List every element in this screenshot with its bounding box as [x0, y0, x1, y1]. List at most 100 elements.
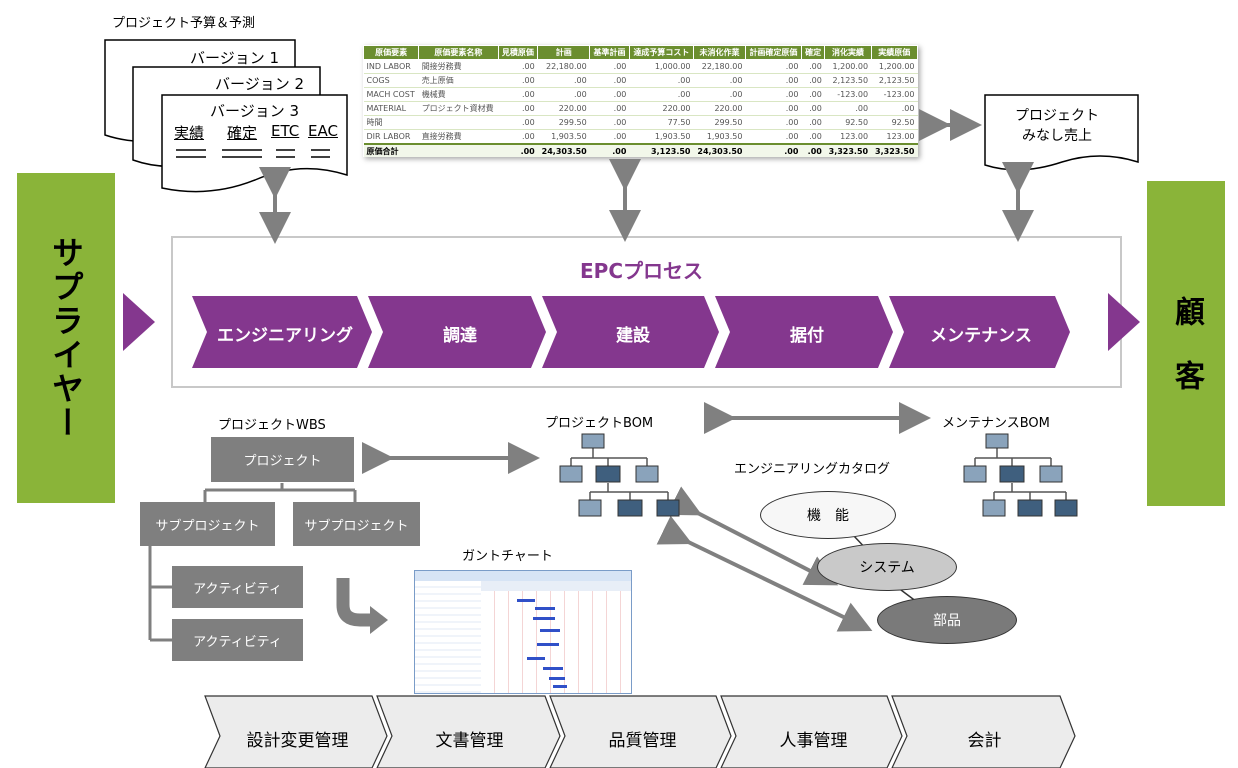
budget-title: プロジェクト予算＆予測	[112, 16, 256, 31]
wbs-activity-2: アクティビティ	[172, 619, 303, 661]
cost-total-cell: .00	[801, 143, 825, 157]
cost-cell: .00	[745, 115, 802, 130]
cost-cell: .00	[824, 101, 872, 116]
epc-title: EPCプロセス	[580, 259, 703, 283]
bottom-step-document: 文書管理	[435, 731, 504, 751]
supplier-bar: サプライヤー	[17, 173, 115, 503]
cost-cell: .00	[871, 101, 918, 116]
cost-cell: 1,903.50	[629, 129, 694, 145]
cost-cell: .00	[498, 59, 538, 74]
cost-cell: .00	[537, 73, 590, 88]
cost-cell: 92.50	[871, 115, 918, 130]
wbs-root: プロジェクト	[211, 437, 354, 482]
cost-cell: プロジェクト資材費	[418, 101, 499, 116]
col-eac: EAC	[308, 122, 338, 140]
cost-cell: .00	[498, 129, 538, 145]
cost-header-cell: 未消化作業	[693, 45, 746, 60]
cost-header-cell: 消化実績	[824, 45, 872, 60]
cost-cell: 123.00	[871, 129, 918, 145]
cost-cell: 時間	[363, 115, 419, 130]
cost-cell: MACH COST	[363, 87, 419, 102]
cost-cell: .00	[801, 101, 825, 116]
catalog-function: 機 能	[760, 491, 896, 539]
cost-cell: 1,200.00	[871, 59, 918, 74]
wbs-activity-1: アクティビティ	[172, 566, 303, 608]
version-3-label: バージョン 3	[210, 102, 300, 120]
cost-total-cell: .00	[589, 143, 630, 157]
cost-total-cell: 原価合計	[363, 143, 419, 157]
supplier-label: サプライヤー	[47, 236, 85, 440]
cost-cell: .00	[745, 59, 802, 74]
project-bom-title: プロジェクトBOM	[545, 416, 654, 431]
cost-cell: 92.50	[824, 115, 872, 130]
wbs-sub-1: サブプロジェクト	[140, 502, 275, 546]
cost-cell: COGS	[363, 73, 419, 88]
supplier-arrow	[123, 293, 155, 351]
bottom-step-accounting: 会計	[967, 731, 1002, 751]
cost-cell: 機械費	[418, 87, 499, 102]
cost-cell: 22,180.00	[693, 59, 746, 74]
cost-cell: MATERIAL	[363, 101, 419, 116]
cost-cell: 299.50	[537, 115, 590, 130]
cost-header-cell: 計画確定原価	[744, 45, 802, 60]
epc-step-engineering: エンジニアリング	[217, 326, 353, 346]
cost-cell: 直接労務費	[418, 129, 499, 145]
cost-cell: 1,903.50	[693, 129, 746, 145]
cost-cell: .00	[801, 129, 825, 145]
cost-cell: .00	[745, 87, 802, 102]
col-etc: ETC	[271, 122, 300, 140]
cost-cell: .00	[693, 87, 746, 102]
cost-cell: IND LABOR	[363, 59, 419, 74]
maintenance-bom-title: メンテナンスBOM	[942, 416, 1050, 431]
cost-cell: .00	[589, 87, 630, 102]
customer-label: 顧 客	[1169, 295, 1204, 392]
cost-cell: .00	[498, 87, 538, 102]
cost-total-cell: .00	[745, 143, 802, 157]
cost-cell: .00	[537, 87, 590, 102]
wbs-title: プロジェクトWBS	[218, 418, 326, 433]
cost-cell: .00	[589, 129, 630, 145]
cost-total-cell: 3,323.50	[824, 143, 872, 157]
epc-step-construction: 建設	[616, 326, 650, 346]
customer-bar: 顧 客	[1147, 181, 1225, 506]
cost-cell	[418, 115, 499, 130]
cost-cell: .00	[589, 59, 630, 74]
cost-cell: 220.00	[537, 101, 590, 116]
cost-cell: 220.00	[629, 101, 694, 116]
revenue-line-2: みなし売上	[1022, 128, 1092, 144]
cost-cell: 2,123.50	[824, 73, 872, 88]
cost-table-panel: 原価要素原価要素名称見積原価計画基準計画達成予算コスト未消化作業計画確定原価確定…	[363, 45, 918, 157]
cost-cell: 間接労務費	[418, 59, 499, 74]
cost-cell: -123.00	[871, 87, 918, 102]
col-actual: 実績	[174, 124, 205, 142]
cost-header-cell: 計画	[537, 45, 591, 60]
cost-cell: -123.00	[824, 87, 872, 102]
cost-cell: 220.00	[693, 101, 746, 116]
cost-cell: .00	[589, 101, 630, 116]
revenue-line-1: プロジェクト	[1015, 108, 1099, 124]
cost-header-cell: 原価要素名称	[418, 45, 499, 60]
epc-step-installation: 据付	[790, 326, 824, 346]
cost-cell: .00	[745, 101, 802, 116]
version-2-label: バージョン 2	[215, 75, 305, 93]
catalog-part: 部品	[877, 596, 1017, 644]
cost-cell: 123.00	[824, 129, 872, 145]
version-1-label: バージョン 1	[190, 49, 280, 67]
cost-table: 原価要素原価要素名称見積原価計画基準計画達成予算コスト未消化作業計画確定原価確定…	[363, 45, 918, 157]
maintenance-bom-tree	[974, 448, 1067, 500]
cost-cell: 2,123.50	[871, 73, 918, 88]
cost-cell: DIR LABOR	[363, 129, 419, 145]
cost-header-cell: 実績原価	[870, 45, 918, 60]
epc-step-procurement: 調達	[443, 326, 477, 346]
cost-header-cell: 原価要素	[363, 45, 420, 60]
cost-cell: .00	[589, 115, 630, 130]
epc-step-maintenance: メンテナンス	[930, 326, 1032, 346]
catalog-system: システム	[817, 543, 957, 591]
cost-cell: .00	[745, 73, 802, 88]
bottom-step-quality: 品質管理	[608, 731, 677, 751]
